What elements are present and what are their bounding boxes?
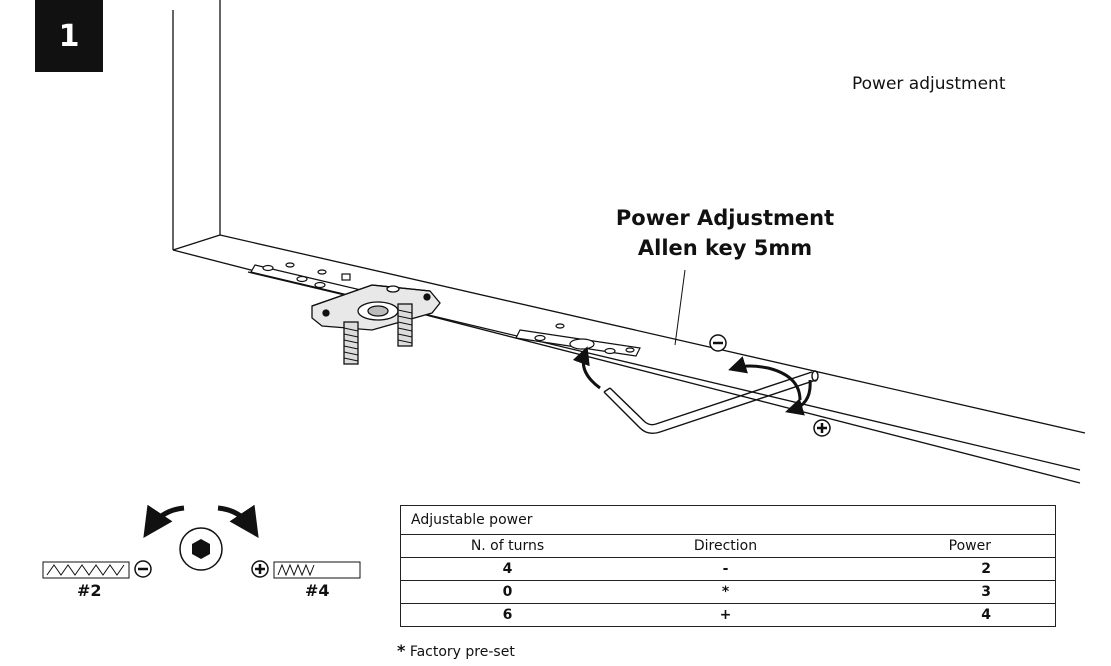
page-caption: Power adjustment [852, 74, 1006, 94]
cell-direction: * [721, 584, 730, 600]
hinge-bracket [311, 284, 441, 365]
cell-turns: 0 [502, 584, 513, 600]
table-header-row: N. of turns Direction Power [401, 535, 1055, 558]
cell-power: 2 [981, 561, 991, 577]
power-adjustment-callout: Power Adjustment Allen key 5mm [560, 203, 890, 263]
adjustable-power-table: Adjustable power N. of turns Direction P… [400, 505, 1056, 627]
spring-minus-icon [134, 560, 152, 578]
spring-4-box [273, 561, 361, 579]
cell-power: 3 [981, 584, 991, 600]
cell-power: 4 [981, 607, 991, 623]
header-direction: Direction [693, 538, 758, 554]
callout-title: Power Adjustment [615, 206, 835, 230]
cell-turns: 4 [502, 561, 513, 577]
callout-tool: Allen key 5mm [637, 236, 813, 260]
spring-plus-icon [251, 560, 269, 578]
step-number: 1 [58, 18, 80, 54]
spring-2-coil [46, 564, 125, 576]
callout-leader-line [674, 269, 686, 346]
table-row: 6 + 4 [401, 604, 1055, 626]
minus-sign-icon [709, 334, 727, 352]
spring-4-coil [277, 563, 315, 577]
minus-rotation-arrow [728, 356, 802, 401]
hex-bolt-icon [179, 527, 223, 571]
table-row: 4 - 2 [401, 558, 1055, 581]
cell-direction: - [722, 561, 729, 577]
plus-rotation-arrow [785, 379, 812, 416]
insert-arrow [572, 346, 601, 390]
table-row: 0 * 3 [401, 581, 1055, 604]
cell-turns: 6 [502, 607, 513, 623]
allen-key [603, 370, 819, 435]
header-turns: N. of turns [470, 538, 545, 554]
cell-direction: + [719, 607, 732, 623]
increase-arrow [217, 504, 259, 538]
factory-preset-footnote: * Factory pre-set [397, 641, 515, 660]
spring-legend [42, 504, 361, 579]
footnote-text: Factory pre-set [409, 644, 515, 660]
footnote-star: * [397, 641, 406, 660]
decrease-arrow [143, 504, 185, 538]
table-title: Adjustable power [401, 506, 1055, 535]
spring-4-label: #4 [305, 581, 330, 600]
step-number-badge: 1 [35, 0, 103, 72]
plus-sign-icon [813, 419, 831, 437]
spring-2-label: #2 [77, 581, 102, 600]
header-power: Power [948, 538, 991, 554]
